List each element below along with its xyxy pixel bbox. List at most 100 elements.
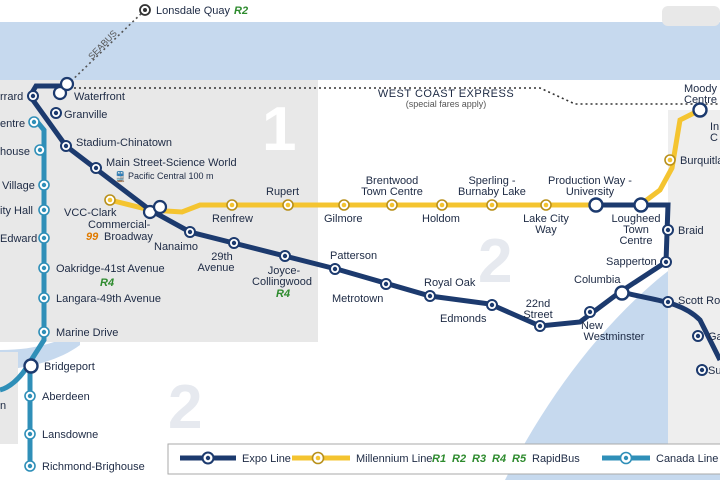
label-royal-oak: Royal Oak	[424, 277, 476, 289]
interchange-waterfront[interactable]	[52, 76, 75, 101]
label-22nd-street-1: 22nd	[526, 298, 550, 310]
label-renfrew: Renfrew	[212, 213, 253, 225]
label-joyce-2: Collingwood	[252, 276, 312, 288]
legend-rb-1: R1	[432, 453, 446, 465]
zone-1-number: 1	[262, 95, 296, 164]
zone-south-box	[0, 352, 18, 444]
zone-3-box	[668, 110, 720, 460]
rb-99: 99	[86, 231, 99, 243]
label-aberdeen: Aberdeen	[42, 391, 90, 403]
seabus-route	[63, 9, 146, 89]
label-commercial-2: Broadway	[104, 231, 153, 243]
canada-station-fills	[27, 119, 47, 469]
label-burquitlam: Burquitla	[680, 155, 720, 167]
rb-joyce: R4	[276, 288, 290, 300]
legend-rb-3: R3	[472, 453, 486, 465]
interchange-production-way[interactable]	[588, 197, 604, 213]
expo-stations	[27, 90, 708, 376]
wce-note: (special fares apply)	[406, 99, 487, 109]
label-sperling-1: Sperling -	[468, 175, 515, 187]
label-templeton: n	[0, 400, 6, 412]
label-gateway: Ga	[708, 331, 720, 343]
label-moody-centre-2: Centre	[684, 94, 717, 106]
zone-2-number-bottom: 2	[168, 373, 202, 442]
legend: Expo Line Millennium Line R1 R2 R3 R4 R5…	[167, 443, 720, 475]
label-rupert: Rupert	[266, 186, 299, 198]
label-sperling-2: Burnaby Lake	[458, 186, 526, 198]
label-production-way-2: University	[566, 186, 615, 198]
legend-rb-5: R5	[512, 453, 527, 465]
label-lougheed-2: Town	[623, 224, 649, 236]
label-columbia: Columbia	[574, 274, 621, 286]
label-stadium: Stadium-Chinatown	[76, 137, 172, 149]
water-burrard-inlet	[0, 22, 720, 80]
label-29th-avenue-2: Avenue	[197, 262, 234, 274]
label-richmond: Richmond-Brighouse	[42, 461, 145, 473]
millennium-station-fills	[107, 157, 673, 208]
label-moody-centre-1: Moody	[684, 83, 718, 95]
label-joyce-1: Joyce-	[268, 265, 301, 277]
legend-rapidbus: RapidBus	[532, 453, 580, 465]
label-sapperton: Sapperton	[606, 256, 657, 268]
label-brentwood-1: Brentwood	[366, 175, 419, 187]
label-edmonds: Edmonds	[440, 313, 487, 325]
label-marine-drive: Marine Drive	[56, 327, 118, 339]
label-brentwood-2: Town Centre	[361, 186, 423, 198]
legend-rb-2: R2	[452, 453, 466, 465]
label-scott-road: Scott Ro	[678, 295, 720, 307]
label-new-westminster-1: New	[581, 320, 603, 332]
label-burrard: rrard	[0, 91, 23, 103]
interchange-lougheed[interactable]	[633, 197, 649, 213]
label-lougheed-1: Lougheed	[612, 213, 661, 225]
label-gilmore: Gilmore	[324, 213, 363, 225]
label-patterson: Patterson	[330, 250, 377, 262]
label-bridgeport: Bridgeport	[44, 361, 95, 373]
label-waterfront: Waterfront	[74, 91, 125, 103]
station-lonsdale-quay-dot	[143, 8, 147, 12]
label-29th-avenue-1: 29th	[211, 251, 232, 263]
label-pacific-central: Pacific Central 100 m	[128, 171, 214, 181]
zone-north-box	[662, 6, 720, 26]
label-22nd-street-2: Street	[523, 309, 552, 321]
interchange-bridgeport[interactable]	[23, 358, 39, 374]
legend-millennium: Millennium Line	[356, 453, 432, 465]
label-langara: Langara-49th Avenue	[56, 293, 161, 305]
rb-lonsdale: R2	[234, 5, 248, 17]
interchange-columbia[interactable]	[614, 285, 630, 301]
label-inlet-centre-2: C	[710, 132, 718, 144]
legend-canada: Canada Line	[656, 453, 718, 465]
millennium-line	[149, 107, 702, 215]
rb-oakridge: R4	[100, 277, 114, 289]
label-lonsdale-quay: Lonsdale Quay	[156, 5, 230, 17]
label-vcc-clark: VCC-Clark	[64, 207, 117, 219]
label-lake-city-1: Lake City	[523, 213, 569, 225]
wce-route	[64, 87, 720, 105]
interchange-commercial-broadway[interactable]	[142, 199, 168, 220]
label-holdom: Holdom	[422, 213, 460, 225]
label-oakridge: Oakridge-41st Avenue	[56, 263, 165, 275]
label-yaletown: house	[0, 146, 30, 158]
label-metrotown: Metrotown	[332, 293, 383, 305]
train-icon: 🚆	[114, 170, 126, 183]
label-new-westminster-2: Westminster	[584, 331, 645, 343]
legend-rb-4: R4	[492, 453, 506, 465]
label-inlet-centre-1: In	[710, 121, 719, 133]
label-commercial-1: Commercial-	[88, 219, 151, 231]
wce-label: WEST COAST EXPRESS	[378, 88, 514, 100]
millennium-line-spur	[109, 197, 151, 213]
label-lake-city-2: Way	[535, 224, 557, 236]
label-granville: Granville	[64, 109, 107, 121]
label-city-hall: ity Hall	[0, 205, 33, 217]
label-nanaimo: Nanaimo	[154, 241, 198, 253]
label-olympic-village: Village	[2, 180, 35, 192]
label-lansdowne: Lansdowne	[42, 429, 98, 441]
label-main-street: Main Street-Science World	[106, 157, 237, 169]
label-king-edward: Edward	[0, 233, 37, 245]
label-vancouver-city-centre: entre	[0, 118, 25, 130]
legend-expo: Expo Line	[242, 453, 291, 465]
interchange-moody-centre[interactable]	[692, 102, 708, 118]
label-surrey: Su	[708, 365, 720, 377]
expo-station-fills	[30, 93, 705, 373]
label-lougheed-3: Centre	[619, 235, 652, 247]
